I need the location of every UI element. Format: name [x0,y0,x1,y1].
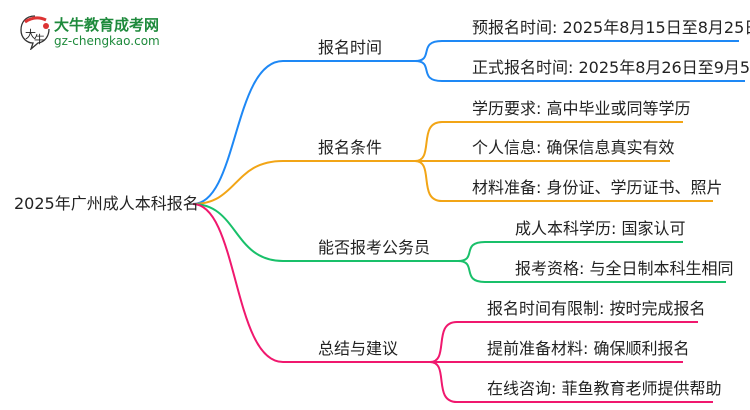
logo: 大 牛 大牛教育成考网 gz-chengkao.com [14,14,204,54]
leaf-connector [457,241,683,262]
leaf-node[interactable]: 正式报名时间: 2025年8月26日至9月5日 [472,58,750,77]
leaf-connector [414,121,683,162]
leaf-node[interactable]: 在线咨询: 菲鱼教育老师提供帮助 [487,379,722,398]
branch-node[interactable]: 报名时间 [318,38,383,57]
leaf-node[interactable]: 个人信息: 确保信息真实有效 [472,138,675,157]
leaf-connector [414,60,745,82]
svg-text:大: 大 [25,27,36,41]
branch-node[interactable]: 报名条件 [318,138,383,157]
leaf-connector [414,40,739,62]
branch-connector [192,160,415,205]
branch-connector [192,60,415,205]
leaf-connector [429,321,698,363]
branch-connector [192,203,458,262]
leaf-node[interactable]: 报名时间有限制: 按时完成报名 [487,299,706,318]
root-node[interactable]: 2025年广州成人本科报名 [14,194,199,213]
svg-text:牛: 牛 [34,32,45,46]
leaf-connector [429,361,713,403]
leaf-node[interactable]: 成人本科学历: 国家认可 [515,219,686,238]
branch-node[interactable]: 总结与建议 [318,339,399,358]
leaf-connector [414,160,713,202]
leaf-node[interactable]: 材料准备: 身份证、学历证书、照片 [472,178,723,197]
logo-mark-icon: 大 牛 [20,15,50,50]
leaf-node[interactable]: 学历要求: 高中毕业或同等学历 [472,99,691,118]
leaf-connector [457,260,726,283]
logo-url: gz-chengkao.com [54,34,160,48]
branch-connector [192,203,430,363]
leaf-node[interactable]: 预报名时间: 2025年8月15日至8月25日 [472,18,750,37]
leaf-node[interactable]: 报考资格: 与全日制本科生相同 [515,259,734,278]
leaf-node[interactable]: 提前准备材料: 确保顺利报名 [487,339,690,358]
branch-node[interactable]: 能否报考公务员 [318,238,431,257]
logo-title: 大牛教育成考网 [54,16,160,34]
